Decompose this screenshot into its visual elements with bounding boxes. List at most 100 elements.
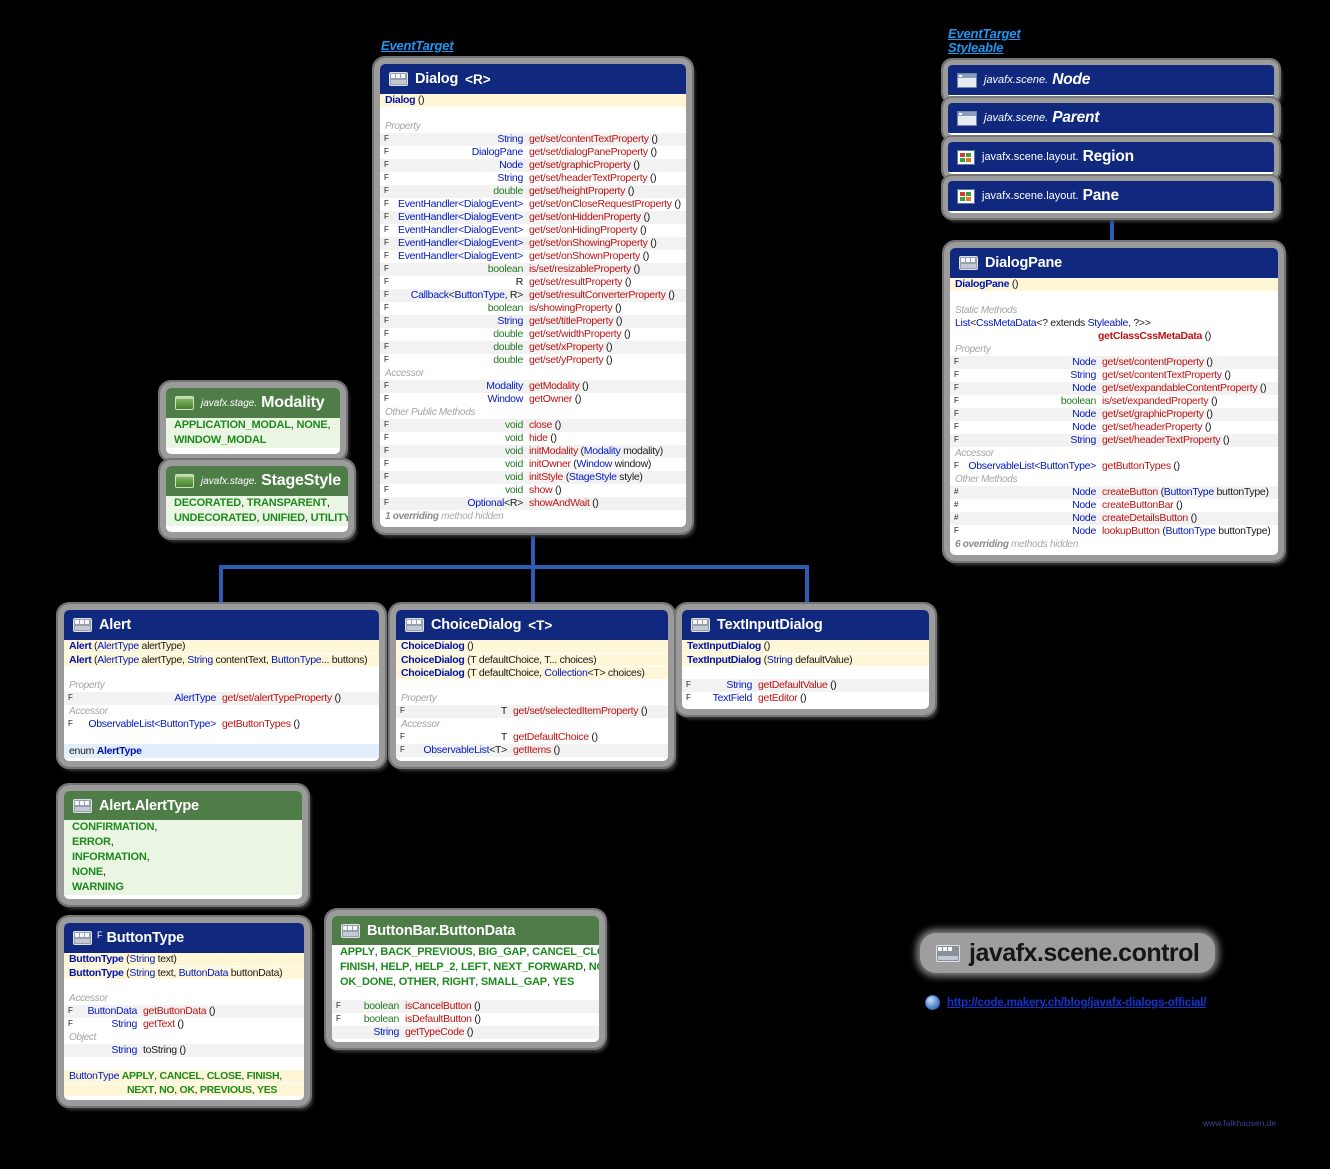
constructor-row: TextInputDialog (String defaultValue): [682, 653, 929, 666]
text-segment: (): [553, 744, 561, 756]
text-segment: ... buttons): [321, 654, 368, 666]
text-segment: HELP_2: [414, 961, 456, 973]
text-segment: (: [1160, 486, 1165, 498]
member-name: getTypeCode (): [405, 1026, 474, 1039]
text-segment: (): [474, 1000, 481, 1012]
external-link[interactable]: http://code.makery.ch/blog/javafx-dialog…: [925, 995, 1206, 1010]
class-icon: [73, 798, 92, 813]
text-segment: (): [1222, 434, 1230, 446]
text-segment: getText: [143, 1018, 178, 1030]
member-name: get/set/onHidingProperty (): [529, 224, 647, 237]
constructor-row: Dialog (): [380, 94, 686, 107]
member-type: String: [698, 679, 752, 692]
text-segment: ,: [154, 1070, 160, 1082]
text-segment: (): [605, 341, 613, 353]
text-segment: (): [417, 94, 425, 106]
text-segment: NO: [588, 961, 599, 973]
member-type: String: [348, 1026, 399, 1039]
package-prefix: javafx.scene.layout.: [982, 151, 1079, 163]
text-segment: initOwner: [529, 458, 574, 470]
member-type: EventHandler<DialogEvent>: [396, 224, 523, 237]
nested-enum-row: enum AlertType: [64, 744, 379, 758]
constructor-row: ButtonType APPLY, CANCEL, CLOSE, FINISH,: [64, 1070, 304, 1083]
text-segment: String: [1070, 369, 1096, 381]
text-segment: getButtonData: [143, 1005, 209, 1017]
text-segment: (): [574, 393, 582, 405]
member-type: double: [396, 328, 523, 341]
text-segment: ,: [455, 961, 461, 973]
text-segment: <: [448, 289, 455, 301]
text-segment: NEXT: [127, 1084, 154, 1096]
text-segment: isCancelButton: [405, 1000, 475, 1012]
constructor-row: ChoiceDialog (): [396, 640, 668, 653]
text-segment: ,: [526, 946, 533, 958]
member-name: get/set/contentTextProperty (): [1102, 369, 1231, 382]
member-name: getItems (): [513, 744, 560, 757]
class-name: Parent: [1052, 109, 1100, 126]
text-segment: get/set/contentProperty: [1102, 356, 1207, 368]
text-segment: Dialog: [385, 94, 418, 106]
member-name: get/set/heightProperty (): [529, 185, 634, 198]
member-name: get/set/selectedItemProperty (): [513, 705, 648, 718]
constructor-row: ButtonType (String text): [64, 953, 304, 966]
text-segment: ButtonData: [87, 1005, 137, 1017]
text-segment: (): [1176, 499, 1183, 511]
text-segment: ,: [194, 1084, 200, 1096]
class-icon: [691, 618, 710, 632]
member-marker: F: [384, 459, 389, 468]
member-type: EventHandler<DialogEvent>: [396, 250, 523, 263]
member-name: is/set/resizableProperty (): [529, 263, 640, 276]
superclass-header: javafx.scene.layout.Pane: [948, 181, 1274, 211]
text-segment: (T defaultChoice, T... choices): [467, 654, 597, 666]
text-segment: (): [1224, 369, 1231, 381]
text-segment: get/set/selectedItemProperty: [513, 705, 641, 717]
text-segment: get/set/contentTextProperty: [529, 133, 652, 145]
text-segment: List: [955, 317, 971, 329]
text-segment: (: [580, 445, 585, 457]
enum-constants-row: APPLY, BACK_PREVIOUS, BIG_GAP, CANCEL_CL…: [332, 945, 599, 960]
text-segment: <T>: [489, 744, 507, 756]
member-type: ObservableList<ButtonType>: [966, 460, 1096, 473]
text-segment: Alert: [69, 640, 95, 652]
blank-row: [64, 1057, 304, 1070]
section-label: Other Methods: [955, 474, 1018, 485]
section-label: Property: [401, 693, 437, 704]
enum-icon: [175, 474, 194, 488]
text-segment: getModality: [529, 380, 583, 392]
member-marker: F: [384, 251, 389, 260]
text-segment: (): [614, 302, 622, 314]
section-label: Accessor: [955, 448, 994, 459]
text-segment: get/set/onHiddenProperty: [529, 211, 644, 223]
member-name: getEditor (): [758, 692, 807, 705]
text-segment: Styleable: [1087, 317, 1129, 329]
text-segment: StageStyle: [568, 471, 617, 483]
member-rows: DECORATED, TRANSPARENT,UNDECORATED, UNIF…: [166, 496, 348, 526]
member-marker: F: [384, 329, 389, 338]
text-segment: Optional: [467, 497, 505, 509]
text-segment: double: [493, 185, 523, 197]
member-type: void: [396, 471, 523, 484]
text-segment: ,: [583, 961, 589, 973]
text-segment: get/set/expandableContentProperty: [1102, 382, 1260, 394]
text-segment: void: [504, 419, 523, 431]
text-segment: String: [187, 654, 213, 666]
package-title-text: javafx.scene.control: [969, 938, 1200, 967]
text-segment: enum: [69, 745, 97, 757]
member-type: T: [412, 705, 507, 718]
member-marker: [68, 1044, 80, 1057]
text-segment: buttonData): [228, 967, 283, 979]
member-type: Modality: [396, 380, 523, 393]
member-marker: F: [384, 290, 389, 299]
text-segment: Modality: [583, 445, 621, 457]
text-segment: ,: [110, 836, 114, 848]
text-segment: String: [497, 172, 523, 184]
blank-row: [64, 731, 379, 744]
